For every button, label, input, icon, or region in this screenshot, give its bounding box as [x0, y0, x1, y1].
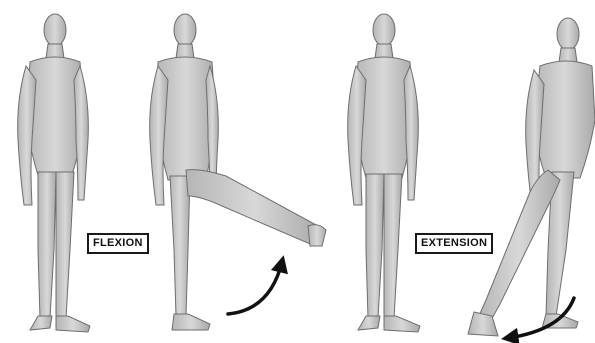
flexion-figure — [150, 14, 326, 330]
standing-figure-flexion — [18, 14, 90, 332]
flexion-label: FLEXION — [87, 233, 149, 254]
standing-figure-extension — [348, 14, 420, 332]
curved-arrow-up-icon — [228, 262, 282, 314]
extension-label: EXTENSION — [415, 233, 493, 254]
extension-figure — [468, 18, 595, 336]
